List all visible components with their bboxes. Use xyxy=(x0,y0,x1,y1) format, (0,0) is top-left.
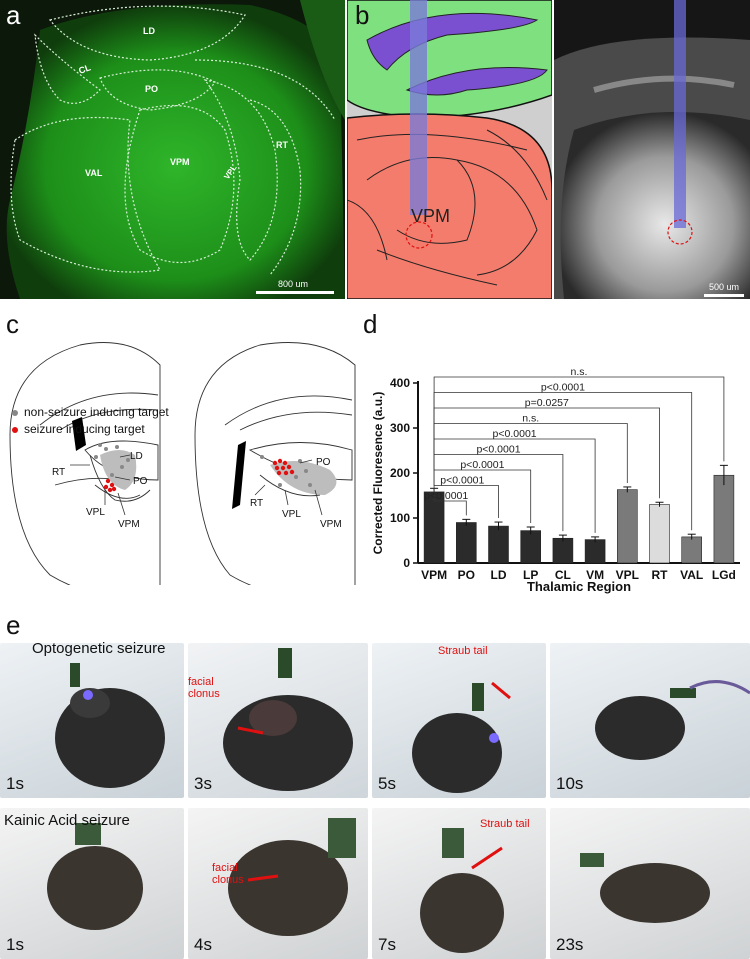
comparison-label: p<0.0001 xyxy=(440,475,484,487)
opto-frame-3: 5s xyxy=(372,643,546,798)
panel-b-scale-bar-label: 500 um xyxy=(709,282,740,292)
legend-item-non-seizure: non-seizure inducing target xyxy=(12,405,169,419)
region-label-ld: LD xyxy=(143,26,155,36)
panel-b-atlas-diagram: VPM xyxy=(347,0,553,299)
y-tick-label: 100 xyxy=(390,511,410,525)
region-label-val: VAL xyxy=(85,168,103,178)
x-tick-label: VPL xyxy=(616,568,639,582)
panel-c-label: c xyxy=(6,309,19,339)
x-tick-label: RT xyxy=(652,568,669,582)
opto-row-title: Optogenetic seizure xyxy=(32,640,166,657)
region-label-rt: RT xyxy=(276,140,288,150)
bar-cl xyxy=(552,537,574,564)
x-tick-label: PO xyxy=(458,568,475,582)
comparison-label: p<0.0001 xyxy=(476,444,520,456)
bar-vpm xyxy=(423,491,445,564)
panel-c: c LD PO RT xyxy=(0,305,360,605)
legend-item-seizure: seizure inducing target xyxy=(12,422,145,436)
region-label-vpl: VPL xyxy=(222,163,238,181)
x-tick-label: LGd xyxy=(712,568,736,582)
panel-b-histology-image xyxy=(554,0,750,299)
panel-d-label: d xyxy=(363,309,378,339)
panel-e: e 1s Optogenetic seizure 3s facial clonu… xyxy=(0,600,750,959)
bar-po xyxy=(456,522,477,564)
c-right-vpm: VPM xyxy=(320,519,342,530)
region-label-cl: CL xyxy=(77,62,92,76)
c-right-vpl: VPL xyxy=(282,509,301,520)
comparison-label: p<0.0001 xyxy=(493,428,537,440)
left-targets xyxy=(94,443,130,477)
bar-ld xyxy=(488,525,509,564)
facial-clonus-annotation-1: facial clonus xyxy=(188,676,220,700)
c-right-rt: RT xyxy=(250,498,263,509)
panel-a-scale-bar-label: 800 um xyxy=(278,279,309,289)
kainic-time-2: 4s xyxy=(194,935,212,954)
comparison-label: p<0.0001 xyxy=(460,459,504,471)
c-right-po: PO xyxy=(316,457,331,468)
y-axis-title: Corrected Fluoresence (a.u.) xyxy=(371,392,385,555)
opto-time-2: 3s xyxy=(194,774,212,793)
panel-a: a LD CL PO VPM VPL RT VAL 800 um xyxy=(0,0,345,299)
comparison-label: n.s. xyxy=(522,413,539,425)
kainic-frame-2: 4s xyxy=(188,808,368,959)
bar-vpl xyxy=(617,489,638,564)
kainic-frame-4: 23s xyxy=(550,808,750,959)
opto-frame-1: 1s xyxy=(0,643,184,798)
region-label-vpm: VPM xyxy=(170,157,190,167)
y-tick-label: 200 xyxy=(390,466,410,480)
bar-val xyxy=(681,536,702,564)
panel-e-label: e xyxy=(6,610,21,640)
panel-b: VPM b 500 um xyxy=(347,0,750,299)
c-left-rt: RT xyxy=(52,467,65,478)
opto-time-3: 5s xyxy=(378,774,396,793)
y-tick-label: 0 xyxy=(403,556,410,570)
kainic-frame-3: 7s xyxy=(372,808,546,959)
x-tick-label: LD xyxy=(491,568,507,582)
panel-a-fluorescence-image xyxy=(0,0,345,299)
bar-lgd xyxy=(713,474,735,564)
straub-tail-annotation-2: Straub tail xyxy=(480,818,530,830)
comparison-label: p=0.0257 xyxy=(525,397,569,409)
region-label-po: PO xyxy=(145,84,158,94)
opto-time-1: 1s xyxy=(6,774,24,793)
c-left-po: PO xyxy=(133,476,148,487)
opto-frame-4: 10s xyxy=(550,643,750,798)
comparison-label: p<0.0001 xyxy=(541,382,585,394)
comparison-label: p<0.0001 xyxy=(424,490,468,502)
comparison-bracket xyxy=(433,451,564,532)
kainic-time-3: 7s xyxy=(378,935,396,954)
comparison-bracket xyxy=(433,376,725,462)
bar-lp xyxy=(520,530,541,564)
c-left-vpl: VPL xyxy=(86,507,105,518)
x-tick-label: CL xyxy=(555,568,571,582)
x-tick-label: VPM xyxy=(421,568,447,582)
opto-time-4: 10s xyxy=(556,774,584,793)
bar-vm xyxy=(584,539,606,564)
comparison-label: n.s. xyxy=(571,366,588,378)
x-axis-title: Thalamic Region xyxy=(527,579,631,594)
c-left-ld: LD xyxy=(130,451,143,462)
kainic-row-title: Kainic Acid seizure xyxy=(4,812,130,829)
opto-frame-2: 3s xyxy=(188,643,368,798)
x-tick-label: VAL xyxy=(680,568,703,582)
x-tick-label: LP xyxy=(523,568,538,582)
x-tick-label: VM xyxy=(586,568,604,582)
panel-b-label: b xyxy=(355,0,370,30)
straub-tail-annotation-1: Straub tail xyxy=(438,645,488,657)
c-left-vpm: VPM xyxy=(118,519,140,530)
panel-a-label: a xyxy=(6,0,21,30)
y-tick-label: 400 xyxy=(390,376,410,390)
kainic-frame-1: 1s xyxy=(0,808,184,959)
panel-c-brain-diagrams: LD PO RT VPL VPM PO RT xyxy=(9,342,356,598)
panel-a-region-labels: LD CL PO VPM VPL RT VAL xyxy=(77,26,288,181)
kainic-time-1: 1s xyxy=(6,935,24,954)
kainic-time-4: 23s xyxy=(556,935,584,954)
atlas-target-label: VPM xyxy=(411,206,450,226)
comparison-bracket xyxy=(433,451,532,523)
y-tick-label: 300 xyxy=(390,421,410,435)
bar-rt xyxy=(649,504,670,564)
facial-clonus-annotation-2: facial clonus xyxy=(212,862,244,886)
